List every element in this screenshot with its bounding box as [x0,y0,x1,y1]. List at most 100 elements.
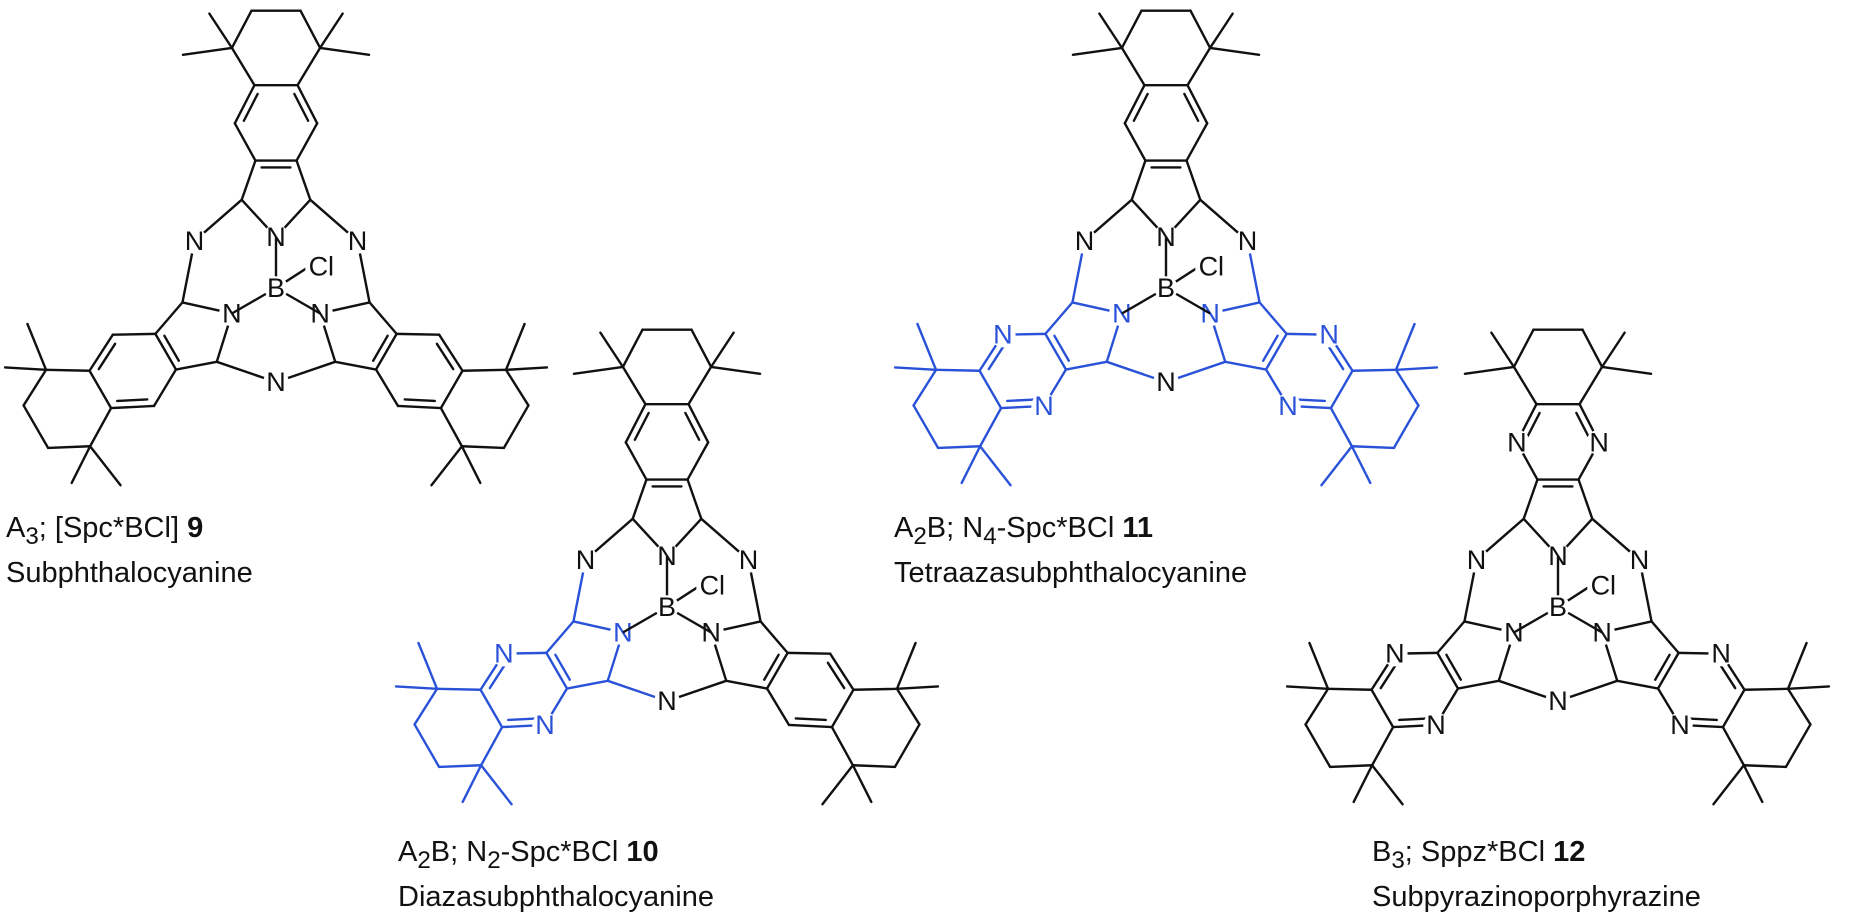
atom-mask [344,228,371,254]
bond [978,369,1003,410]
double-bond [488,661,508,690]
bond [1786,685,1831,691]
meso-nitrogen: N [344,226,371,256]
atom-label: N [576,545,596,575]
bond [1123,83,1146,125]
atom-mask [305,252,336,281]
compound-number-11: 11 [1122,512,1153,544]
bond [759,620,789,655]
double-bond [1261,334,1279,362]
atom-mask [1109,300,1135,327]
bond [978,445,1012,487]
atom-label: N [348,226,368,256]
bond [435,687,482,691]
atom-mask [491,640,517,667]
atom-mask [1316,321,1342,348]
arm-benzo: N [572,328,762,571]
bond [821,764,855,806]
bond [1329,406,1354,448]
bond [299,9,322,50]
bond [318,12,344,50]
bond [599,331,625,369]
bond [1130,159,1147,202]
double-bond [684,411,701,441]
bond [174,360,218,371]
atom-label: N [1156,367,1176,397]
bond [934,368,981,372]
atom-mask [219,300,245,327]
bond [439,369,464,410]
atom-label: N [1467,545,1487,575]
bond [374,332,398,371]
meso-nitrogen: N [572,545,599,575]
bond [233,83,256,125]
caption-formula-11: A2B; N4-Spc*BCl 11 [894,512,1153,550]
atom-mask [572,547,599,573]
atom-mask [1667,712,1693,738]
bond [437,333,464,372]
bond [895,641,917,691]
bond [545,651,569,690]
atom-label: N [1670,710,1690,740]
double-bond [115,398,149,403]
double-bond [1445,653,1463,681]
atom-mask [1031,393,1057,419]
bond [1186,83,1209,125]
bond [786,651,832,655]
bond [1370,688,1395,729]
arm-benzo: N [698,617,940,806]
bond [916,322,938,372]
arm-pyrazino: NNN [1197,298,1439,487]
atom-mask [307,300,333,327]
bond [374,368,400,408]
double-bond [1132,92,1149,122]
bond [1185,122,1209,162]
bond [437,764,483,769]
bond [1743,687,1790,691]
double-bond [1653,653,1671,681]
bond [686,478,703,520]
double-bond [506,717,540,722]
bond [912,368,938,407]
bond [439,406,464,448]
atom-mask [735,547,762,573]
double-bond [794,717,828,722]
bond [504,322,526,372]
chlorine-atom: Cl [1591,570,1617,600]
bond [631,478,648,520]
bond [396,404,443,410]
bond [851,764,873,804]
bond [295,122,319,162]
atom-mask [1154,276,1178,300]
bond [709,331,735,369]
double-bond [293,92,310,122]
caption-formula-10: A2B; N2-Spc*BCl 10 [398,836,659,874]
arm-pyrazino: NNN [1285,617,1527,806]
bond [725,679,769,690]
atom-mask [263,224,289,250]
bond [1351,368,1398,372]
bond [22,404,50,450]
bond [504,366,549,372]
bond [1490,331,1516,369]
meso-nitrogen: N [735,545,762,575]
bond [1350,445,1372,485]
double-bond [987,342,1007,371]
bond [318,46,371,56]
bond [154,332,178,371]
compound-number-12: 12 [1553,836,1586,868]
atom-mask [1423,712,1449,738]
bond [152,368,178,408]
arm-benzo: N [181,9,371,252]
double-bond [1379,661,1399,690]
bond [233,122,257,162]
atom-mask [264,276,288,300]
caption-formula-9: A3; [Spc*BCl] 9 [6,512,204,550]
atom-mask [654,688,680,714]
atom-label: N [1630,545,1650,575]
caption-compound-10: A2B; N2-Spc*BCl 10 Diazasubphthalocyanin… [398,834,714,915]
atom-mask [1586,429,1612,456]
bond [1463,365,1516,375]
compound-number-10: 10 [626,836,659,868]
